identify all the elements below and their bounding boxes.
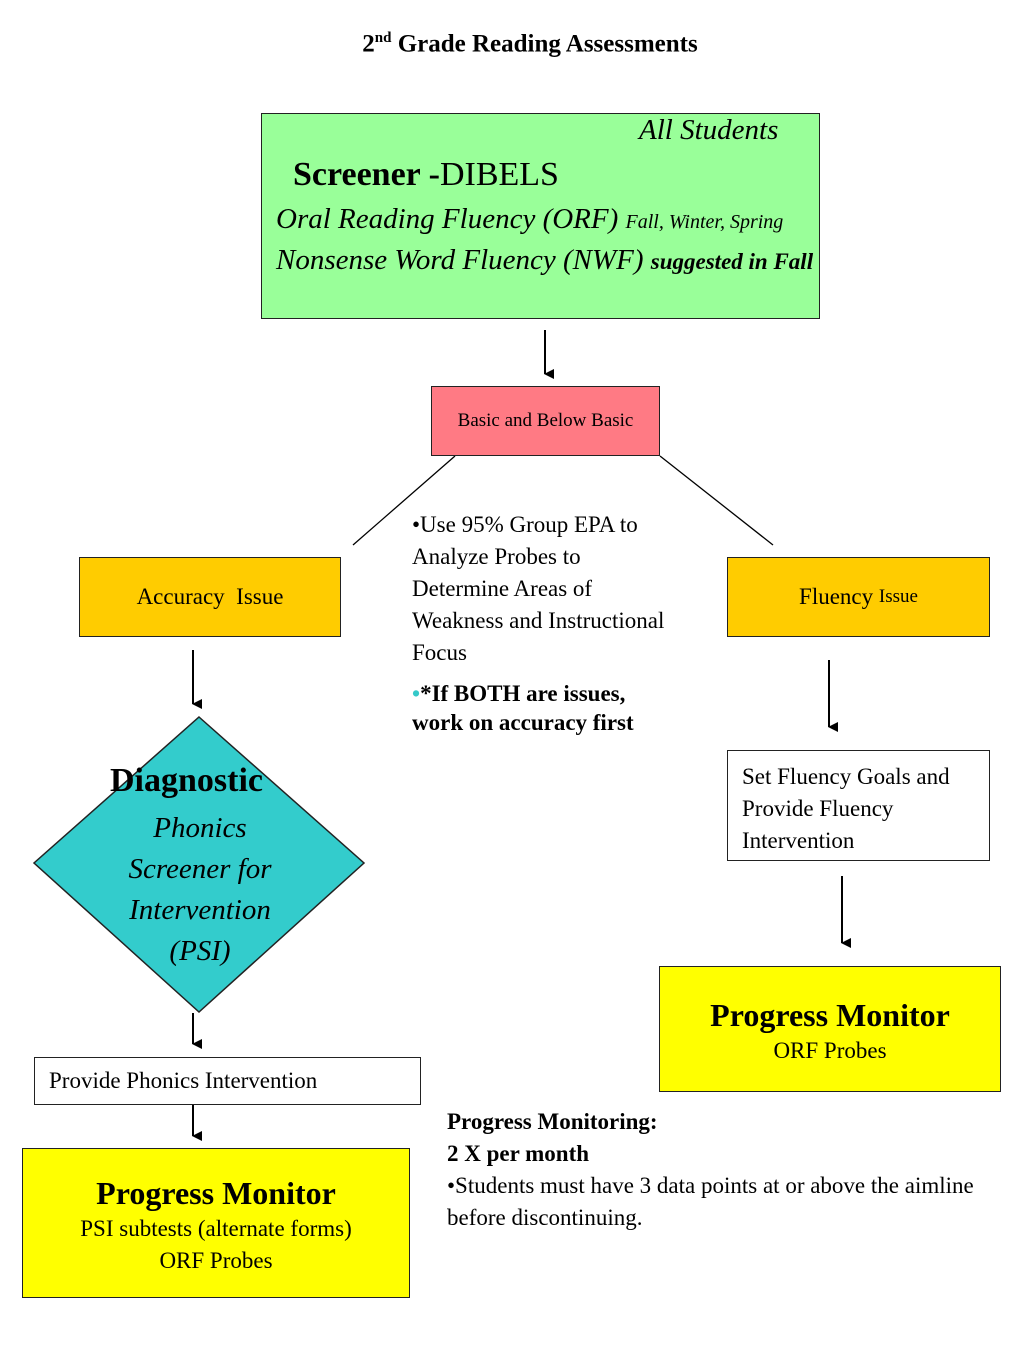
screener-label: Screener - — [293, 156, 440, 193]
screener-orf-timing: Fall, Winter, Spring — [625, 211, 784, 233]
title-number: 2 — [362, 30, 375, 58]
set-fluency-goals-text: Set Fluency Goals and Provide Fluency In… — [742, 764, 950, 853]
screener-tool: DIBELS — [439, 156, 559, 193]
diagnostic-diamond-shape — [32, 715, 366, 1014]
phonics-intervention-text: Provide Phonics Intervention — [49, 1068, 318, 1093]
note-bullet-1: •Use 95% Group EPA to Analyze Probes to … — [412, 512, 665, 665]
screener-box — [261, 113, 820, 319]
note-bullet-2: •*If BOTH are issues, work on accuracy f… — [412, 679, 682, 737]
screener-nwf: Nonsense Word Fluency (NWF) — [276, 244, 644, 276]
phonics-intervention-box: Provide Phonics Intervention — [34, 1057, 421, 1105]
accuracy-issue-box: Accuracy Issue — [79, 557, 341, 637]
set-fluency-goals-box: Set Fluency Goals and Provide Fluency In… — [727, 750, 990, 861]
diagnostic-diamond — [32, 715, 366, 1014]
diagnostic-subtitle: Phonics Screener for Intervention (PSI) — [128, 812, 272, 967]
screener-nwf-timing: suggested in Fall — [650, 249, 814, 274]
accuracy-issue-label: Accuracy Issue — [136, 584, 284, 609]
monitoring-rule: •Students must have 3 data points at or … — [447, 1173, 974, 1230]
page-title: 2nd Grade Reading Assessments — [0, 30, 1024, 58]
note-bullet-2-mark: • — [412, 681, 421, 706]
progress-monitor-phonics-box: Progress Monitor PSI subtests (alternate… — [22, 1148, 410, 1298]
analysis-notes: •Use 95% Group EPA to Analyze Probes to … — [412, 509, 682, 737]
basic-below-basic-label: Basic and Below Basic — [457, 410, 634, 431]
progress-monitor-phonics-detail-2: ORF Probes — [159, 1248, 273, 1273]
progress-monitor-fluency-box: Progress Monitor ORF Probes — [659, 966, 1001, 1092]
fluency-issue-box: Fluency Issue — [727, 557, 990, 637]
progress-monitor-phonics-detail-1: PSI subtests (alternate forms) — [80, 1216, 352, 1241]
basic-below-basic-box: Basic and Below Basic — [431, 386, 660, 456]
title-suffix: nd — [374, 30, 392, 46]
fluency-issue-small: Issue — [878, 586, 918, 607]
progress-monitor-phonics-title: Progress Monitor — [96, 1175, 336, 1211]
screener-orf: Oral Reading Fluency (ORF) — [276, 203, 619, 235]
note-bullet-2-text: *If BOTH are issues, work on accuracy fi… — [412, 681, 634, 735]
screener-audience: All Students — [639, 114, 779, 146]
fluency-issue-label: Fluency — [799, 584, 874, 609]
progress-monitor-fluency-title: Progress Monitor — [710, 997, 950, 1033]
screener-nwf-line: Nonsense Word Fluency (NWF) suggested in… — [276, 244, 813, 277]
screener-orf-line: Oral Reading Fluency (ORF) Fall, Winter,… — [276, 203, 783, 236]
title-text: Grade Reading Assessments — [397, 30, 698, 58]
monitoring-heading: Progress Monitoring: — [447, 1109, 658, 1134]
screener-heading: Screener -DIBELS — [293, 156, 559, 194]
diagnostic-title: Diagnostic — [110, 762, 263, 799]
monitoring-frequency: 2 X per month — [447, 1141, 590, 1166]
progress-monitor-fluency-detail: ORF Probes — [773, 1038, 887, 1063]
progress-monitoring-notes: Progress Monitoring: 2 X per month •Stud… — [447, 1106, 1007, 1234]
